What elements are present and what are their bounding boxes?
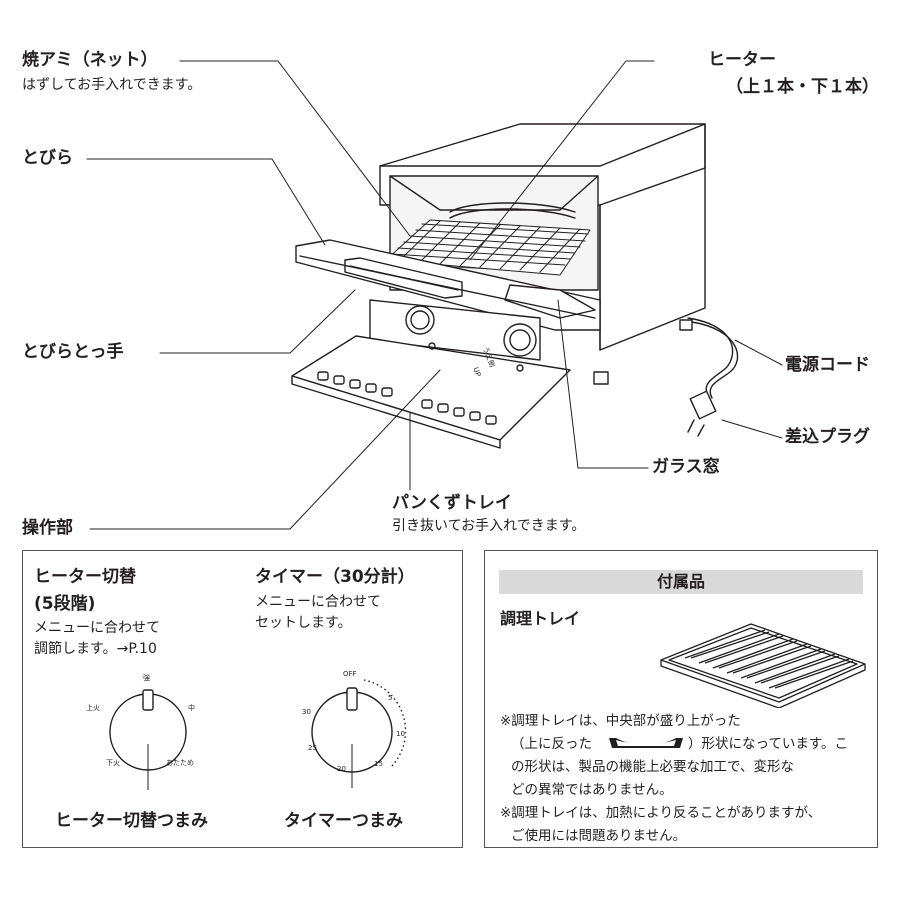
- timer-dial-off: OFF: [343, 670, 357, 678]
- timer-knob-caption: タイマーつまみ: [284, 811, 403, 831]
- timer-title: タイマー（30分計）: [255, 567, 415, 587]
- power-cord-label: 電源コード: [785, 355, 870, 375]
- timer-dial-15: 15: [374, 760, 383, 768]
- glass-window-label: ガラス窓: [652, 457, 720, 477]
- tray-note1-line2-pre: （上に反った: [511, 736, 592, 752]
- heater-dial-warm: あたため: [166, 759, 194, 767]
- heater-dial-bottom: 下火: [106, 759, 120, 767]
- timer-dial-25: 25: [308, 744, 317, 752]
- crumb-tray-note: 引き抜いてお手入れできます。: [392, 518, 586, 534]
- heater-dial-mid: 中: [188, 704, 195, 712]
- heater-switch-steps: (5段階): [34, 594, 96, 614]
- heater-dial-top: 上火: [86, 704, 100, 712]
- leader-lines: [86, 60, 783, 530]
- control-panel-label: 操作部: [22, 518, 73, 538]
- curved-tray-icon: [609, 738, 683, 748]
- heater-dial-strong: 強: [143, 674, 150, 682]
- heater-switch-knob: [109, 689, 187, 790]
- cooking-tray-title: 調理トレイ: [500, 609, 581, 628]
- tray-note1-line4: どの異常ではありません。: [511, 782, 673, 798]
- timer-dial-5: 5: [388, 694, 393, 702]
- heater-label: ヒーター: [708, 50, 776, 70]
- crumb-tray-label: パンくずトレイ: [392, 493, 512, 513]
- timer-dial-30: 30: [302, 708, 311, 716]
- plug-label: 差込プラグ: [785, 427, 870, 447]
- power-cord: [687, 317, 739, 437]
- tray-note2-line2: ご使用には問題ありません。: [511, 828, 687, 844]
- tray-note1-line1: ※調理トレイは、中央部が盛り上がった: [500, 713, 741, 729]
- heater-switch-note2: 調節します。→P.10: [34, 641, 157, 657]
- crumb-tray: [291, 335, 571, 449]
- timer-note2: セットします。: [255, 615, 352, 631]
- cooking-tray-illustration: [660, 623, 866, 708]
- heater-sub-label: （上１本・下１本）: [726, 77, 879, 97]
- door-handle-label: とびらとっ手: [22, 342, 124, 362]
- accessories-panel: [484, 550, 878, 848]
- door-label: とびら: [22, 148, 73, 168]
- timer-knob: [311, 679, 407, 788]
- heater-knob-caption: ヒーター切替つまみ: [55, 811, 208, 831]
- timer-note1: メニューに合わせて: [255, 594, 381, 610]
- knob-panel: [22, 550, 463, 848]
- grill-net: [385, 219, 591, 276]
- tray-note1-line2-post: ）形状になっています。こ: [688, 736, 848, 752]
- timer-dial-10: 10: [396, 730, 405, 738]
- tray-note2-line1: ※調理トレイは、加熱により反ることがありますが、: [500, 805, 822, 821]
- timer-dial-20: 20: [337, 765, 346, 773]
- heater-switch-title: ヒーター切替: [34, 567, 136, 587]
- grill-net-label: 焼アミ（ネット）: [22, 50, 158, 70]
- oven-door: [295, 239, 601, 331]
- tray-note1-line3: の形状は、製品の機能上必要な加工で、変形な: [511, 759, 794, 775]
- heater-switch-note1: メニューに合わせて: [34, 620, 160, 636]
- accessories-header: 付属品: [499, 570, 863, 594]
- grill-net-note: はずしてお手入れできます。: [22, 77, 202, 93]
